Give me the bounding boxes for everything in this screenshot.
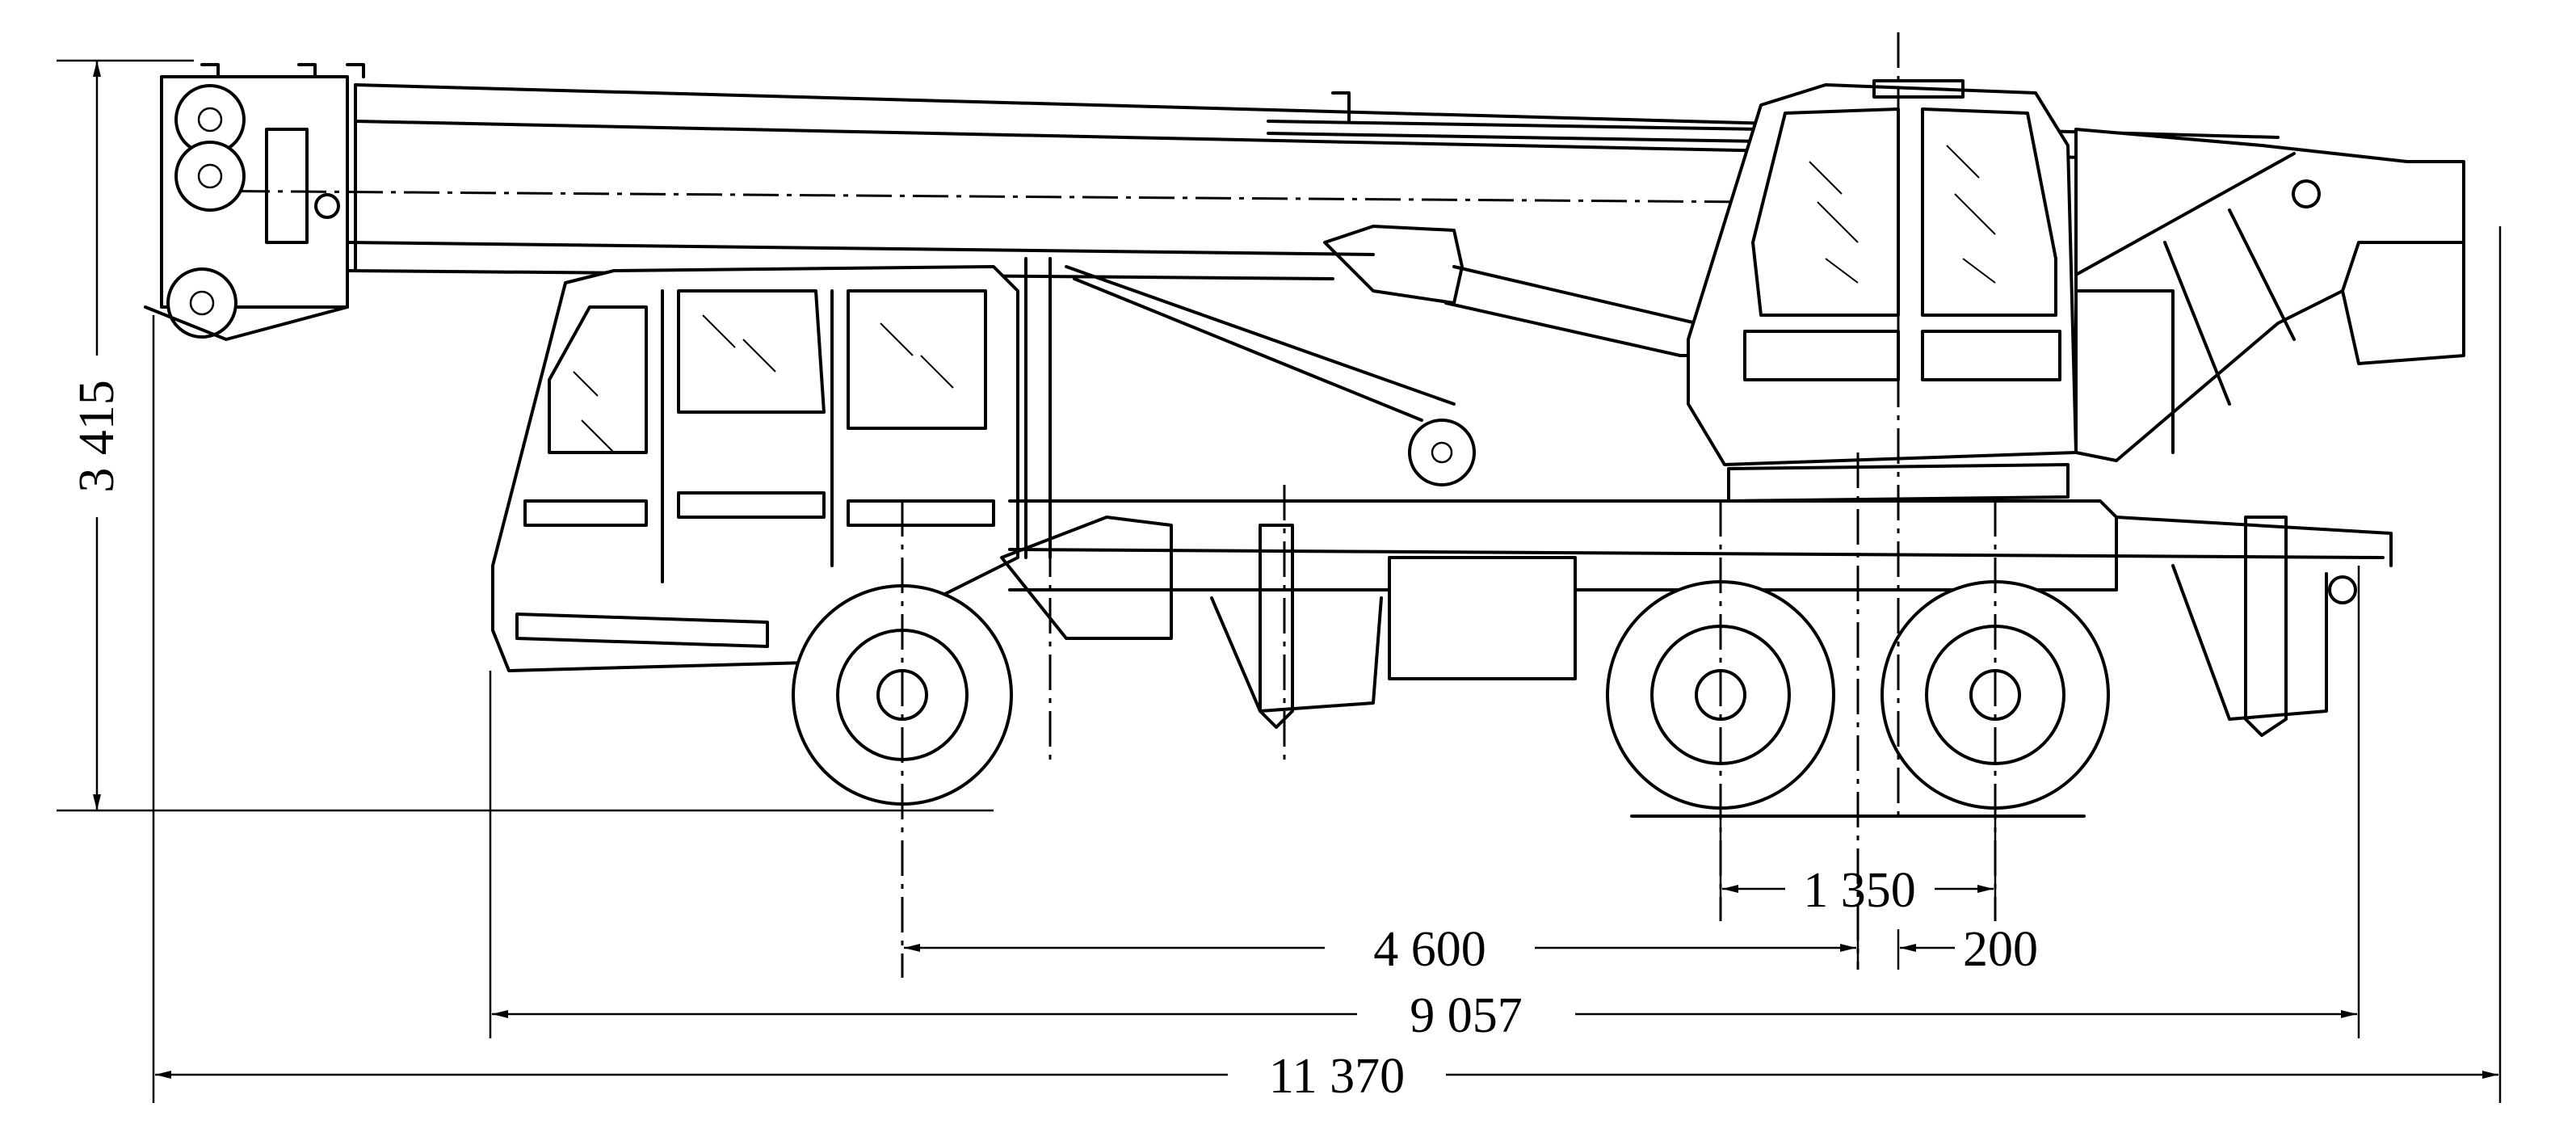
crane-operator-cab — [1687, 79, 2078, 503]
dim-overall-length-label: 11 370 — [1269, 1049, 1405, 1104]
pulley-2 — [174, 141, 246, 212]
dim-offset-label: 200 — [1963, 922, 2038, 977]
telescopic-boom — [177, 83, 2280, 422]
dim-height-label: 3 415 — [69, 380, 124, 493]
dimension-lines — [57, 59, 2502, 1103]
crane-superstructure — [2074, 128, 2465, 462]
carrier-cab — [491, 265, 1019, 672]
dimension-labels: 3 415 1 350 4 600 200 9 057 11 370 — [69, 380, 2038, 1104]
dim-rear-axle-spacing-label: 1 350 — [1803, 863, 1916, 918]
pulley-3 — [166, 267, 237, 339]
wheels — [792, 580, 2110, 818]
dim-front-to-rear-label: 4 600 — [1373, 922, 1486, 977]
dim-chassis-length-label: 9 057 — [1410, 988, 1523, 1043]
